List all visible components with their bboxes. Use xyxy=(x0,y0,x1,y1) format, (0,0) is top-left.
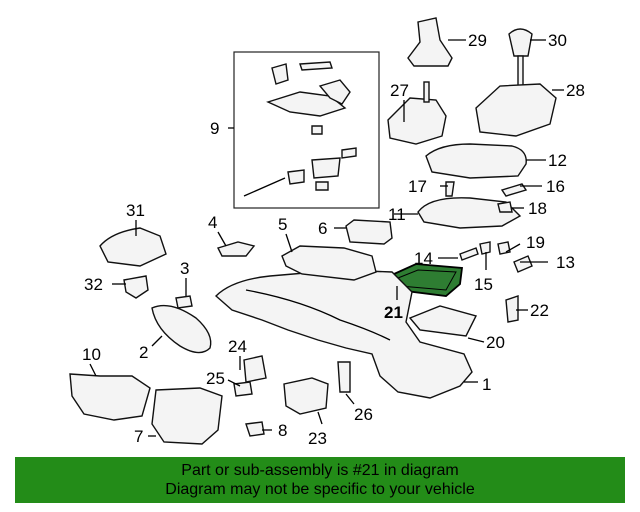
part-24-bracket xyxy=(243,355,267,383)
part-7-panel xyxy=(151,387,223,445)
part-29-boot xyxy=(407,17,453,67)
callout-2: 2 xyxy=(139,343,148,362)
callout-28: 28 xyxy=(566,81,585,100)
callout-12: 12 xyxy=(548,151,567,170)
part-19 xyxy=(497,241,511,255)
callout-26: 26 xyxy=(354,405,373,424)
part-20-tray xyxy=(408,305,478,337)
part-30-rod xyxy=(517,55,524,87)
callout-24: 24 xyxy=(228,337,247,356)
callout-3: 3 xyxy=(180,259,189,278)
leader-lines xyxy=(89,39,564,437)
callout-31: 31 xyxy=(126,201,145,220)
part-27-shifter xyxy=(387,97,447,145)
part-18 xyxy=(497,201,513,213)
inset-box xyxy=(233,51,380,209)
callout-30: 30 xyxy=(548,31,567,50)
callout-13: 13 xyxy=(556,253,575,272)
part-15 xyxy=(479,241,491,255)
part-10-panel xyxy=(69,373,151,421)
callout-17: 17 xyxy=(408,177,427,196)
part-11-frame xyxy=(417,197,522,229)
callout-18: 18 xyxy=(528,199,547,218)
part-31-pad xyxy=(99,227,167,267)
callout-11: 11 xyxy=(388,205,406,224)
part-22 xyxy=(505,295,519,323)
part-28-shifter xyxy=(475,83,557,137)
callout-23: 23 xyxy=(308,429,327,448)
callout-32: 32 xyxy=(84,275,103,294)
callout-21: 21 xyxy=(384,303,403,322)
parts-diagram: 1 2 3 4 5 6 7 8 9 10 11 12 13 14 15 16 1… xyxy=(69,17,585,448)
part-26-lighter xyxy=(337,361,351,393)
callout-27: 27 xyxy=(390,81,409,100)
callout-10: 10 xyxy=(82,345,101,364)
part-23-module xyxy=(283,377,329,415)
info-banner: Part or sub-assembly is #21 in diagram D… xyxy=(15,457,625,503)
callout-7: 7 xyxy=(134,427,143,446)
part-2-panel xyxy=(151,304,212,354)
part-13 xyxy=(513,255,533,273)
part-30-knob xyxy=(508,28,533,57)
callout-20: 20 xyxy=(486,333,505,352)
callout-15: 15 xyxy=(474,275,493,294)
callout-25: 25 xyxy=(206,369,225,388)
callout-16: 16 xyxy=(546,177,565,196)
callout-4: 4 xyxy=(208,213,217,232)
part-12-armrest xyxy=(425,143,527,179)
part-27-lever xyxy=(423,81,430,103)
part-5-top xyxy=(281,245,377,281)
part-32-knob xyxy=(123,275,149,299)
callout-9: 9 xyxy=(210,119,219,138)
callout-14: 14 xyxy=(414,249,433,268)
part-4-cover xyxy=(217,241,256,257)
banner-line-1: Part or sub-assembly is #21 in diagram xyxy=(181,462,459,479)
part-8-clip xyxy=(245,421,265,437)
callout-22: 22 xyxy=(530,301,549,320)
callout-29: 29 xyxy=(468,31,487,50)
part-17 xyxy=(445,181,455,197)
callout-labels: 1 2 3 4 5 6 7 8 9 10 11 12 13 14 15 16 1… xyxy=(82,31,585,448)
part-16 xyxy=(500,183,528,197)
part-9-components xyxy=(243,61,357,197)
callout-19: 19 xyxy=(526,233,545,252)
part-3-clip xyxy=(175,295,193,309)
callout-8: 8 xyxy=(278,421,287,440)
callout-5: 5 xyxy=(278,215,287,234)
callout-1: 1 xyxy=(482,375,491,394)
part-6-bin xyxy=(345,219,393,245)
callout-6: 6 xyxy=(318,219,327,238)
banner-line-2: Diagram may not be specific to your vehi… xyxy=(165,481,475,498)
part-14 xyxy=(459,247,479,261)
part-1-console xyxy=(214,269,473,399)
